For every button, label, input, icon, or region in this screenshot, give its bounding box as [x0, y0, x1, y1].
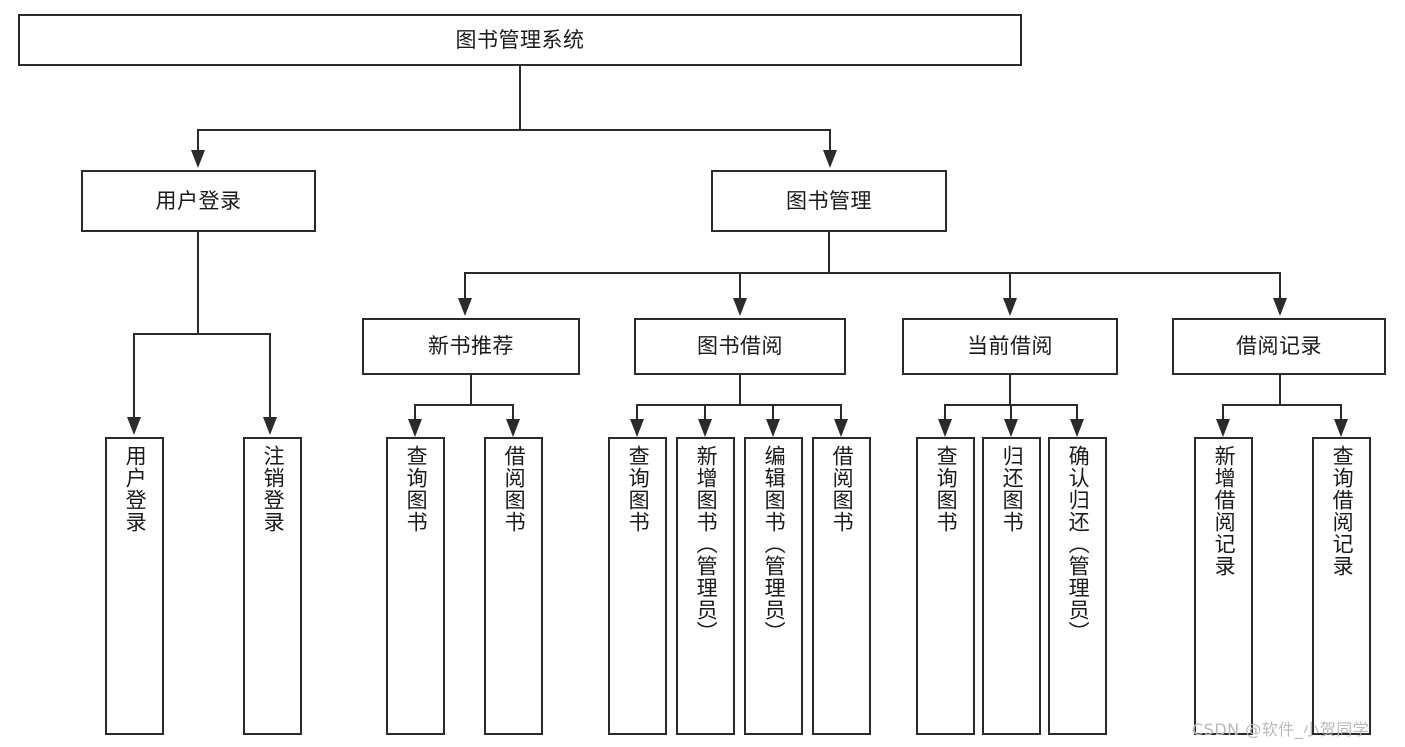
connector-user-login-drop-2	[269, 333, 271, 419]
node-user-login[interactable]: 用户登录	[81, 170, 316, 232]
arrow-new-book-to-borrow	[506, 419, 520, 437]
connector-current-borrow-drop-3	[1076, 404, 1078, 421]
node-current-borrow[interactable]: 当前借阅	[902, 318, 1118, 375]
arrow-user-login-to-logout	[263, 417, 277, 435]
node-current-borrow-label: 当前借阅	[967, 334, 1053, 359]
leaf-record-query[interactable]: 查询借阅记录	[1312, 437, 1371, 735]
connector-current-borrow-stem	[1009, 375, 1011, 405]
leaf-current-query-book-label: 查询图书	[934, 445, 959, 533]
arrow-current-borrow-to-return	[1004, 419, 1018, 437]
connector-borrow-record-drop-1	[1222, 404, 1224, 421]
leaf-borrow-lend-book[interactable]: 借阅图书	[812, 437, 871, 735]
connector-new-book-bus	[414, 404, 513, 406]
connector-root-bus	[197, 129, 831, 131]
arrow-book-manage-to-new-book	[458, 298, 472, 316]
node-root-label: 图书管理系统	[455, 27, 585, 52]
arrow-book-borrow-to-add	[698, 419, 712, 437]
arrow-borrow-record-to-query	[1334, 419, 1348, 437]
node-borrow-record[interactable]: 借阅记录	[1172, 318, 1386, 375]
connector-book-borrow-drop-3	[772, 404, 774, 421]
connector-book-borrow-drop-4	[840, 404, 842, 421]
leaf-recommend-query-book[interactable]: 查询图书	[386, 437, 445, 735]
connector-new-book-drop-2	[512, 404, 514, 421]
leaf-borrow-query-book[interactable]: 查询图书	[608, 437, 667, 735]
leaf-current-confirm-return[interactable]: 确认归还（管理员）	[1048, 437, 1107, 735]
connector-current-borrow-drop-2	[1010, 404, 1012, 421]
leaf-current-return-book[interactable]: 归还图书	[982, 437, 1041, 735]
leaf-user-logout-label: 注销登录	[261, 445, 286, 533]
leaf-borrow-add-book-label: 新增图书（管理员）	[694, 445, 719, 643]
leaf-user-login-label: 用户登录	[123, 445, 148, 533]
leaf-record-add[interactable]: 新增借阅记录	[1194, 437, 1253, 735]
connector-book-borrow-stem	[739, 375, 741, 405]
leaf-recommend-borrow-book[interactable]: 借阅图书	[484, 437, 543, 735]
leaf-borrow-query-book-label: 查询图书	[626, 445, 651, 533]
arrow-book-manage-to-borrow	[733, 298, 747, 316]
connector-new-book-drop-1	[414, 404, 416, 421]
node-root-library-system[interactable]: 图书管理系统	[18, 14, 1022, 66]
leaf-recommend-borrow-book-label: 借阅图书	[502, 445, 527, 533]
leaf-record-query-label: 查询借阅记录	[1330, 445, 1355, 577]
leaf-current-confirm-return-label: 确认归还（管理员）	[1066, 445, 1091, 643]
leaf-borrow-lend-book-label: 借阅图书	[830, 445, 855, 533]
node-new-book-recommend[interactable]: 新书推荐	[362, 318, 580, 375]
connector-borrow-record-stem	[1279, 375, 1281, 405]
connector-borrow-record-drop-2	[1340, 404, 1342, 421]
leaf-user-login[interactable]: 用户登录	[105, 437, 164, 735]
connector-new-book-stem	[470, 375, 472, 405]
connector-book-manage-drop-2	[739, 272, 741, 300]
node-borrow-record-label: 借阅记录	[1236, 334, 1322, 359]
node-book-manage[interactable]: 图书管理	[711, 170, 947, 232]
connector-book-manage-drop-3	[1009, 272, 1011, 300]
connector-book-borrow-drop-1	[636, 404, 638, 421]
arrow-book-manage-to-record	[1273, 298, 1287, 316]
arrow-book-borrow-to-lend	[834, 419, 848, 437]
connector-book-manage-drop-1	[464, 272, 466, 300]
connector-root-stem	[519, 66, 521, 130]
connector-book-manage-bus	[464, 272, 1281, 274]
node-book-borrow[interactable]: 图书借阅	[634, 318, 846, 375]
arrow-borrow-record-to-add	[1216, 419, 1230, 437]
arrow-user-login-to-login	[127, 417, 141, 435]
leaf-borrow-add-book[interactable]: 新增图书（管理员）	[676, 437, 735, 735]
leaf-borrow-edit-book[interactable]: 编辑图书（管理员）	[744, 437, 803, 735]
node-book-manage-label: 图书管理	[786, 188, 872, 213]
leaf-recommend-query-book-label: 查询图书	[404, 445, 429, 533]
leaf-current-query-book[interactable]: 查询图书	[916, 437, 975, 735]
arrow-book-manage-to-current	[1003, 298, 1017, 316]
connector-user-login-stem	[197, 232, 199, 334]
node-user-login-label: 用户登录	[155, 188, 242, 213]
connector-book-manage-stem	[828, 232, 830, 274]
connector-root-drop-book	[829, 129, 831, 152]
connector-user-login-bus	[133, 333, 271, 335]
arrow-root-to-user-login	[191, 150, 205, 168]
leaf-user-logout[interactable]: 注销登录	[243, 437, 302, 735]
node-book-borrow-label: 图书借阅	[697, 334, 783, 359]
connector-current-borrow-drop-1	[944, 404, 946, 421]
leaf-current-return-book-label: 归还图书	[1000, 445, 1025, 533]
arrow-new-book-to-query	[408, 419, 422, 437]
arrow-book-borrow-to-query	[630, 419, 644, 437]
connector-user-login-drop-1	[133, 333, 135, 419]
connector-book-borrow-bus	[636, 404, 841, 406]
connector-book-manage-drop-4	[1279, 272, 1281, 300]
leaf-borrow-edit-book-label: 编辑图书（管理员）	[762, 445, 787, 643]
connector-root-drop-user	[197, 129, 199, 152]
connector-borrow-record-bus	[1222, 404, 1341, 406]
arrow-book-borrow-to-edit	[766, 419, 780, 437]
leaf-record-add-label: 新增借阅记录	[1212, 445, 1237, 577]
arrow-root-to-book-manage	[823, 150, 837, 168]
arrow-current-borrow-to-query	[938, 419, 952, 437]
connector-book-borrow-drop-2	[704, 404, 706, 421]
node-new-book-recommend-label: 新书推荐	[428, 334, 514, 359]
arrow-current-borrow-to-confirm	[1070, 419, 1084, 437]
